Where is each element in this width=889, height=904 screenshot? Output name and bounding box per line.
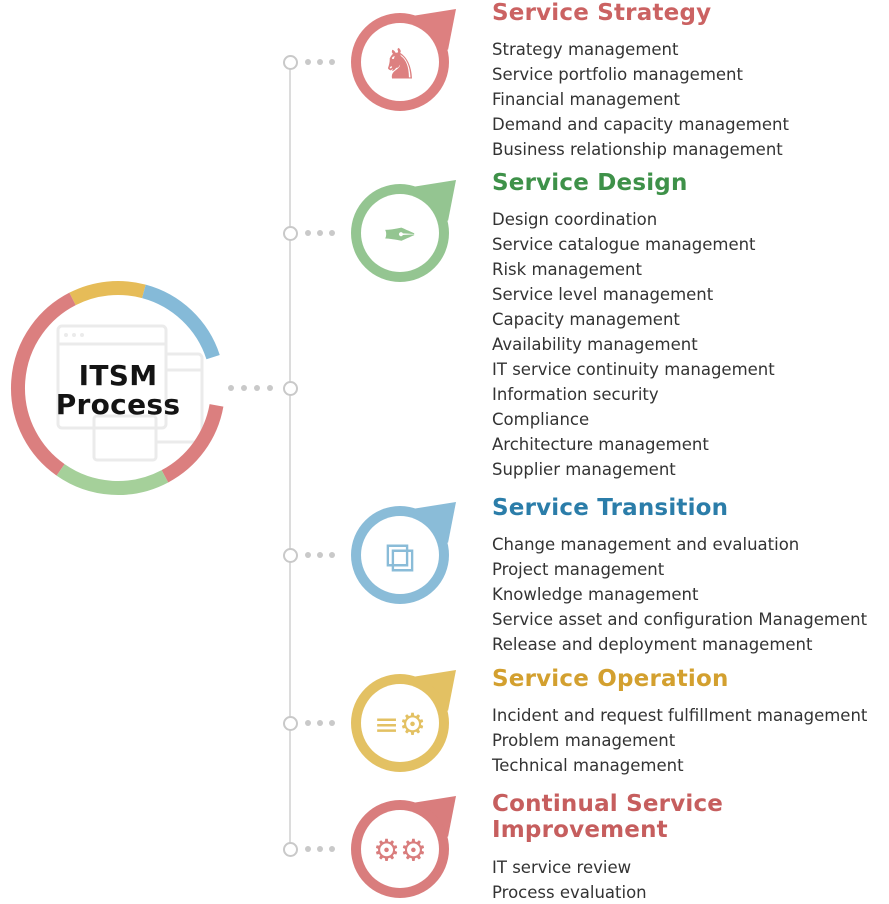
hub-title: ITSM Process [18,361,218,419]
timeline-node-hub [282,380,298,396]
connector-dot [329,552,335,558]
process-item: Service portfolio management [492,65,743,85]
connector-dot [241,385,247,391]
hub-arc-red-bottomright [161,403,224,483]
connector-dot [317,720,323,726]
timeline-node [282,54,298,70]
hub-arc-yellow-top [69,281,146,306]
bubble-inner [361,23,439,101]
connector-dot [329,720,335,726]
section-continual-service-improvement: Continual Service Improvement IT service … [492,791,888,904]
process-item: Risk management [492,260,642,280]
connector-dot [305,230,311,236]
hub-ring-graphic [11,281,224,495]
process-item: IT service continuity management [492,360,775,380]
connector-dot [305,552,311,558]
section-title: Service Design [492,170,688,196]
connector-dot [228,385,234,391]
pen-tool-icon-bubble: ✒ [346,175,458,287]
process-item: Service catalogue management [492,235,756,255]
connector-dot [254,385,260,391]
process-item: Design coordination [492,210,658,230]
process-item: Architecture management [492,435,709,455]
connector-dot [329,846,335,852]
section-title: Service Operation [492,666,729,692]
browser-windows-illustration [56,324,204,462]
timeline-line [289,62,291,849]
process-item: Problem management [492,731,676,751]
gears-icon: ⚙⚙ [373,834,427,869]
connector-dot [317,552,323,558]
gears-icon-bubble: ⚙⚙ [346,791,458,903]
process-item: Change management and evaluation [492,535,800,555]
bubble-inner [361,194,439,272]
chess-knight-strategy-icon-bubble: ♞ [346,4,458,116]
hub-arc-green-bottom [56,464,169,495]
process-item: Process evaluation [492,882,647,902]
bubble-inner [361,810,439,888]
process-item: Project management [492,560,665,580]
gear-speed-icon: ≡⚙ [374,708,426,743]
process-item: Technical management [492,756,684,776]
process-item: Financial management [492,90,681,110]
process-item: Knowledge management [492,585,699,605]
process-item: Supplier management [492,460,676,480]
connector-dot [329,230,335,236]
timeline-node [282,715,298,731]
process-item: Service level management [492,285,714,305]
process-item: Release and deployment management [492,635,813,655]
hub-title-line1: ITSM [78,359,158,392]
process-item: Availability management [492,335,698,355]
connector-dot [317,230,323,236]
connector-dot [305,846,311,852]
connector-dot [305,720,311,726]
timeline-node [282,225,298,241]
timeline-node [282,841,298,857]
connector-dot [317,846,323,852]
section-title: Service Transition [492,495,729,521]
bubble-inner [361,684,439,762]
connector-dot [305,59,311,65]
connector-dot [317,59,323,65]
process-item: Capacity management [492,310,680,330]
process-item: Business relationship management [492,140,783,160]
section-title: Service Strategy [492,0,712,26]
connector-dot [267,385,273,391]
bubble-inner [361,516,439,594]
process-item: Demand and capacity management [492,115,789,135]
process-item: Compliance [492,410,590,430]
gear-speed-icon-bubble: ≡⚙ [346,665,458,777]
process-item: Service asset and configuration Manageme… [492,610,868,630]
hub-arc-blue-topright [141,284,220,360]
timeline-node [282,547,298,563]
chess-knight-strategy-icon: ♞ [381,40,419,89]
shapes-layers-icon-bubble: ⧉ [346,497,458,609]
hub-arc-red-left [11,292,76,476]
hub-title-line2: Process [55,388,181,421]
itsm-hub [6,276,230,504]
process-item: Incident and request fulfillment managem… [492,706,868,726]
process-item: Information security [492,385,659,405]
connector-dot [329,59,335,65]
pen-tool-icon: ✒ [382,211,417,260]
process-item: IT service review [492,857,632,877]
process-item: Strategy management [492,40,679,60]
shapes-layers-icon: ⧉ [385,533,415,582]
section-title: Continual Service Improvement [492,791,724,844]
